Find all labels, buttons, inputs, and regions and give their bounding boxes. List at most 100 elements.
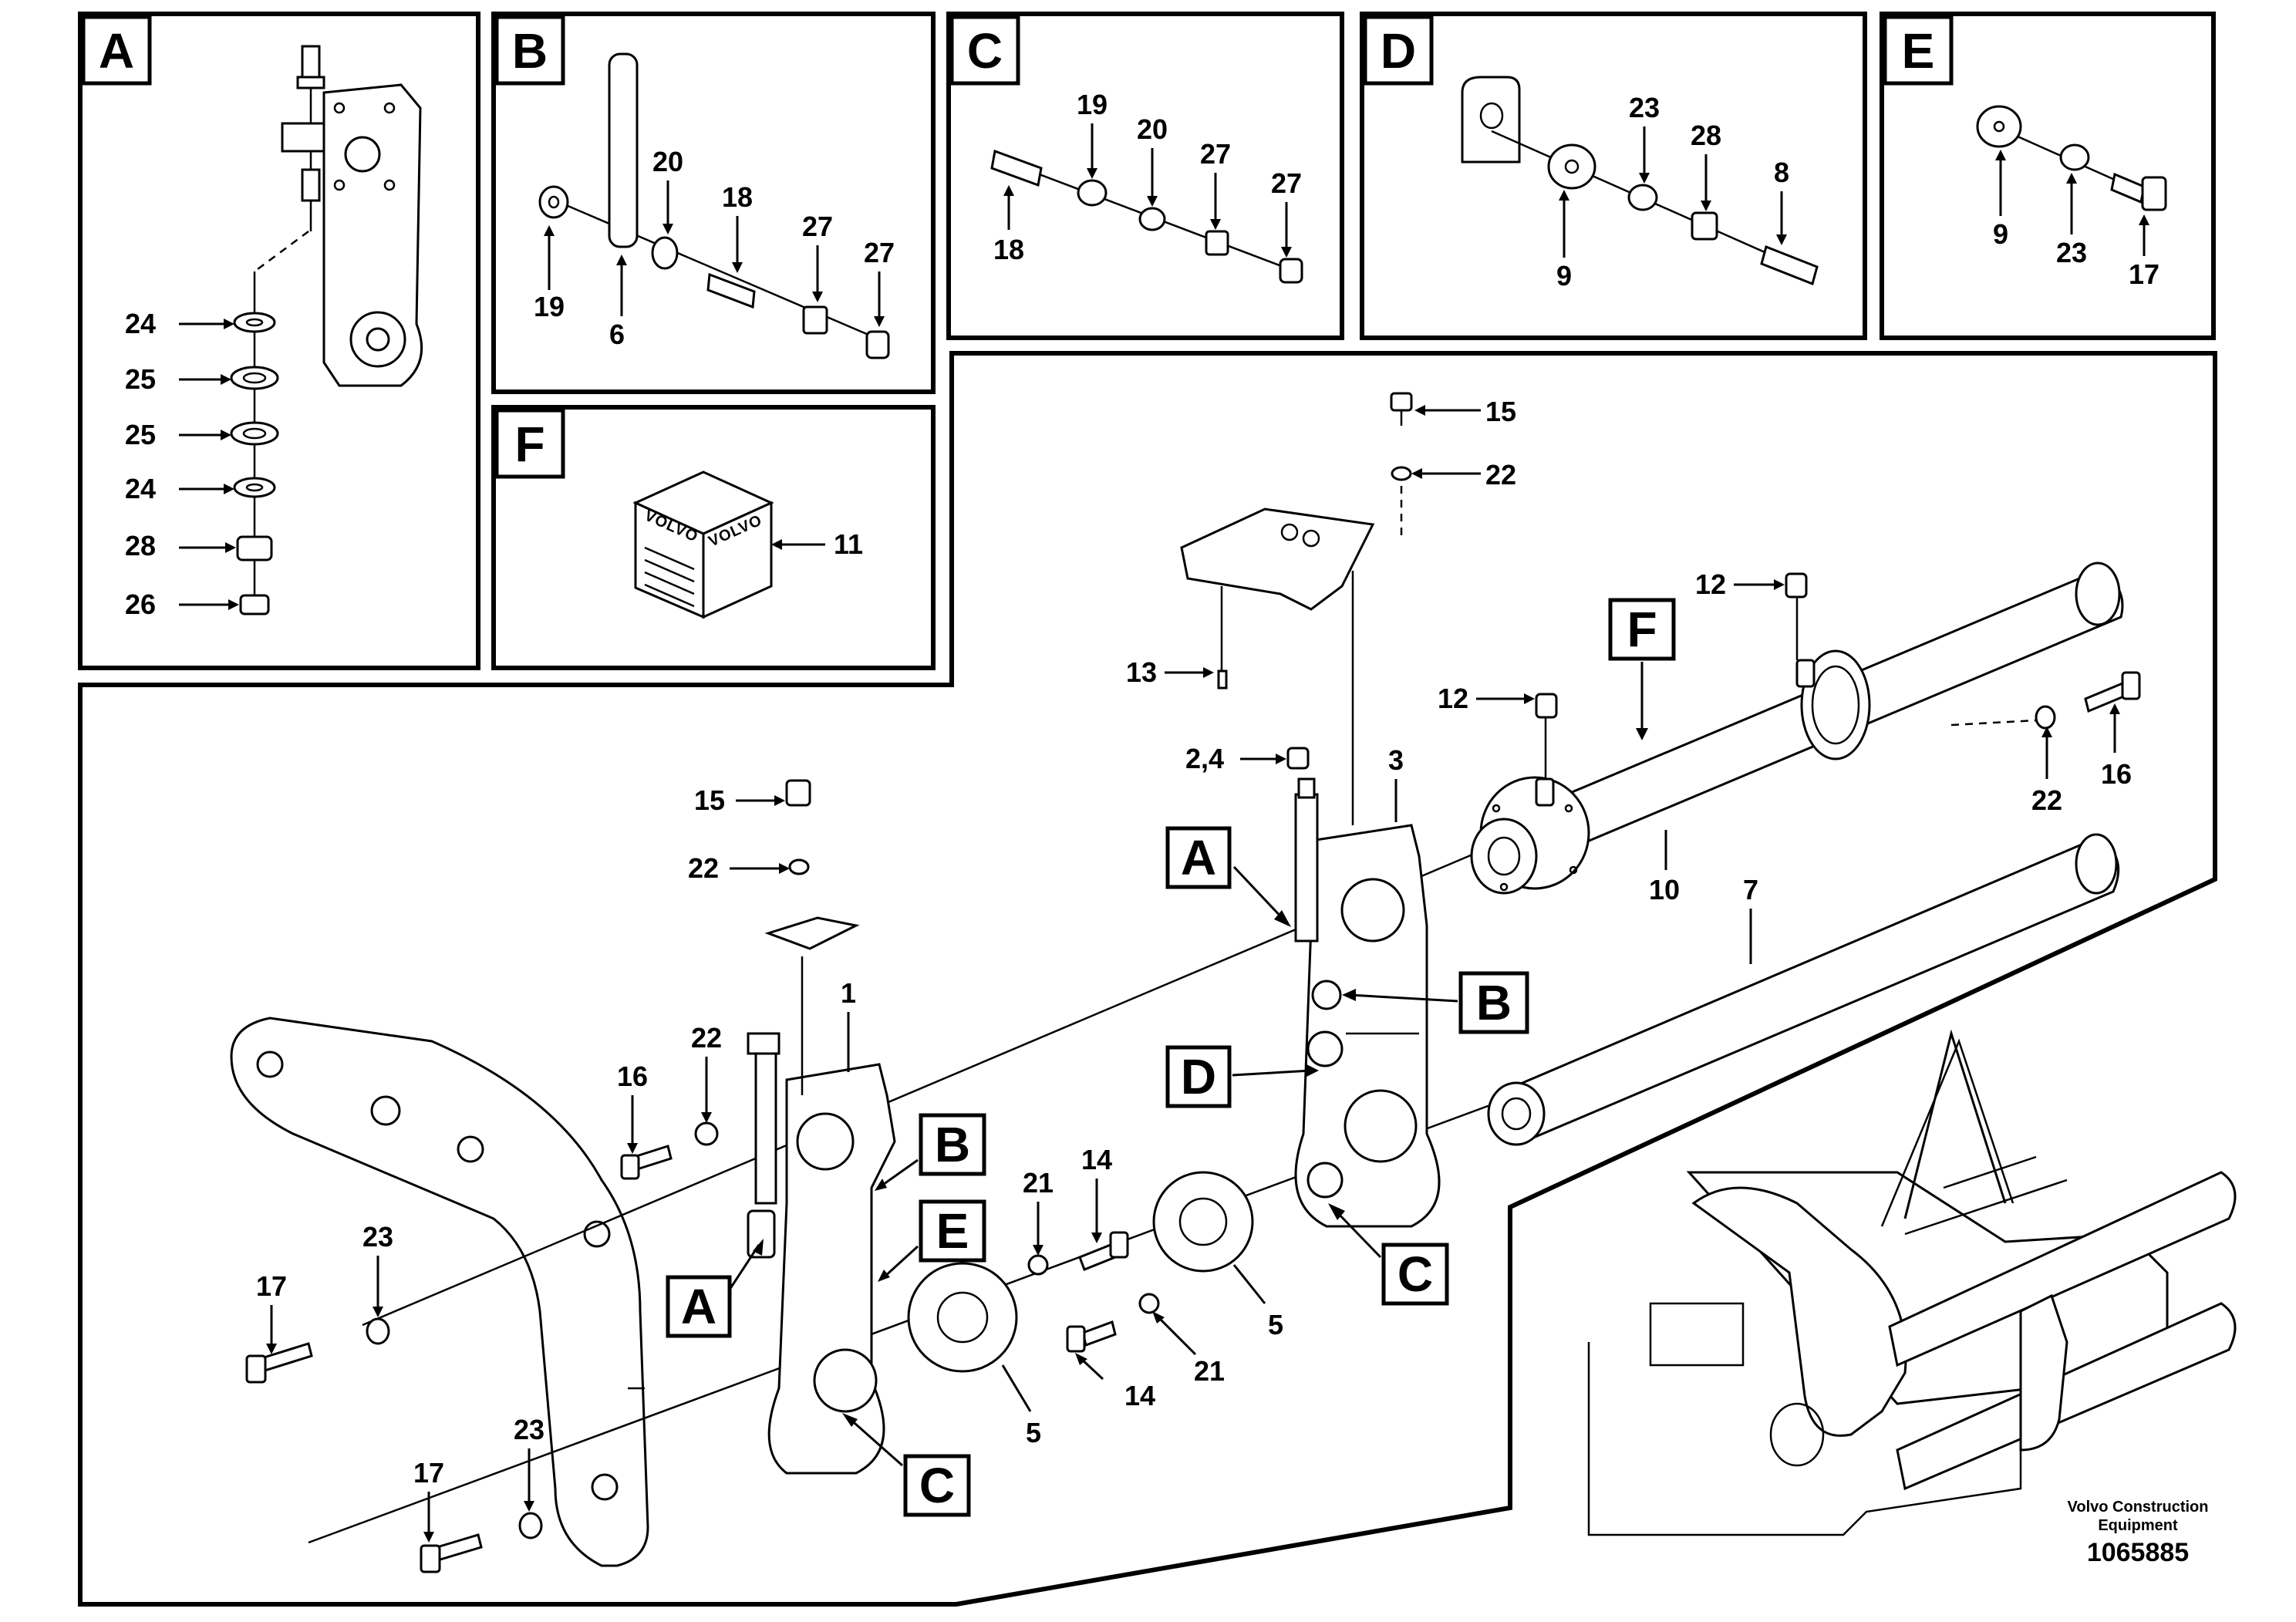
svg-text:17: 17 [2129,258,2159,290]
panel-a-label-25b: 25 [125,419,231,450]
label-1: 1 [841,977,856,1072]
footer-doc-id: 1065885 [2087,1538,2189,1567]
svg-text:27: 27 [1271,167,1302,199]
panel-f-label-11: 11 [771,528,863,560]
panel-a-label-24a: 24 [125,308,234,339]
panel-letter-f: F [494,408,565,479]
panel-a-label-28: 28 [125,530,236,561]
bushing-2-4 [1286,747,1310,770]
svg-text:20: 20 [1137,113,1168,145]
svg-text:10: 10 [1649,874,1680,905]
svg-text:26: 26 [125,588,156,620]
panel-b-label-6: 6 [609,255,627,350]
label-22-left-bottom: 22 [691,1022,722,1123]
svg-text:F: F [514,416,544,472]
svg-text:D: D [1381,23,1416,79]
label-12-upper: 12 [1695,568,1785,600]
label-5-left: 5 [1001,1364,1041,1448]
label-14-upper: 14 [1081,1144,1112,1243]
label-13: 13 [1126,656,1214,688]
label-22-right-top: 22 [1411,459,1516,491]
label-14-lower: 14 [1075,1353,1155,1411]
machine-inset [1587,1155,2237,1536]
svg-text:23: 23 [2056,237,2087,268]
svg-text:17: 17 [256,1270,287,1302]
svg-text:28: 28 [1691,120,1721,151]
svg-text:25: 25 [125,419,156,450]
svg-text:C: C [1397,1246,1433,1302]
svg-text:8: 8 [1774,157,1789,188]
panel-d-parts [1461,76,1819,286]
callout-b-upper: B [1342,971,1529,1034]
svg-text:D: D [1181,1049,1216,1104]
label-7: 7 [1743,874,1758,964]
tube-10-assembly [1470,561,2124,895]
svg-text:1: 1 [841,977,856,1009]
svg-text:27: 27 [802,211,833,242]
bracket-13-top [1180,508,1375,690]
callout-c-upper: C [1328,1203,1449,1306]
svg-text:17: 17 [413,1457,444,1489]
label-15-right: 15 [1414,396,1516,427]
panel-a-label-24b: 24 [125,473,234,504]
svg-text:24: 24 [125,308,156,339]
panel-a-bearing-25b [230,421,279,446]
svg-text:E: E [1902,23,1935,79]
svg-text:11: 11 [834,528,863,560]
svg-text:6: 6 [609,319,625,350]
inset-leader [1880,1038,2014,1227]
svg-text:7: 7 [1743,874,1758,905]
callout-b-lower: B [875,1113,986,1191]
label-3: 3 [1388,744,1404,822]
footer-company-line2: Equipment [2098,1517,2178,1534]
svg-text:C: C [967,23,1003,79]
inset-connector [1903,1029,2007,1219]
callout-a-upper: A [1165,826,1291,927]
panel-letter-a: A [81,15,152,86]
panel-letter-d: D [1363,15,1434,86]
label-17-upper: 17 [256,1270,287,1354]
bushing-5-left [907,1262,1018,1373]
callout-e-lower: E [878,1199,986,1282]
svg-text:15: 15 [694,784,725,816]
svg-text:16: 16 [2101,758,2132,790]
panel-c-label-27b: 27 [1271,167,1302,258]
panel-letter-c: C [949,15,1020,86]
panel-d-frame [1360,12,1867,340]
svg-text:A: A [681,1279,716,1334]
svg-text:3: 3 [1388,744,1404,776]
label-21-lower: 21 [1152,1311,1225,1387]
panel-b-parts [538,52,890,359]
svg-text:12: 12 [1695,568,1726,600]
svg-text:5: 5 [1026,1417,1041,1448]
bolt-17-upper [245,1317,390,1384]
panel-d-label-9: 9 [1556,190,1572,292]
label-15-left: 15 [694,784,785,816]
svg-text:22: 22 [2031,784,2062,816]
bolt-16-left [620,1121,719,1180]
label-10: 10 [1649,830,1680,905]
label-23-lower: 23 [514,1414,544,1512]
svg-text:14: 14 [1081,1144,1112,1175]
svg-text:9: 9 [1556,260,1572,292]
panel-a-label-26: 26 [125,588,239,620]
label-23-upper: 23 [362,1221,393,1317]
callout-c-lower: C [842,1413,971,1517]
panel-d-label-28: 28 [1691,120,1721,211]
bushing-5-right [1152,1171,1254,1273]
panel-a-bearing-25a [230,366,279,390]
label-22-left-top: 22 [688,852,790,884]
panel-e-parts [1976,105,2167,211]
svg-text:C: C [919,1458,955,1513]
panel-d-label-8: 8 [1774,157,1789,245]
svg-text:21: 21 [1023,1167,1054,1199]
panel-b-label-18: 18 [722,181,753,273]
svg-text:B: B [512,23,548,79]
footer-company-line1: Volvo Construction [2068,1499,2209,1516]
panel-b-label-19: 19 [534,225,565,322]
svg-text:22: 22 [691,1022,722,1054]
bracket-1-left [747,956,896,1475]
svg-text:A: A [1181,830,1216,885]
bolt-14-lower [1066,1293,1160,1353]
svg-text:5: 5 [1268,1309,1283,1340]
